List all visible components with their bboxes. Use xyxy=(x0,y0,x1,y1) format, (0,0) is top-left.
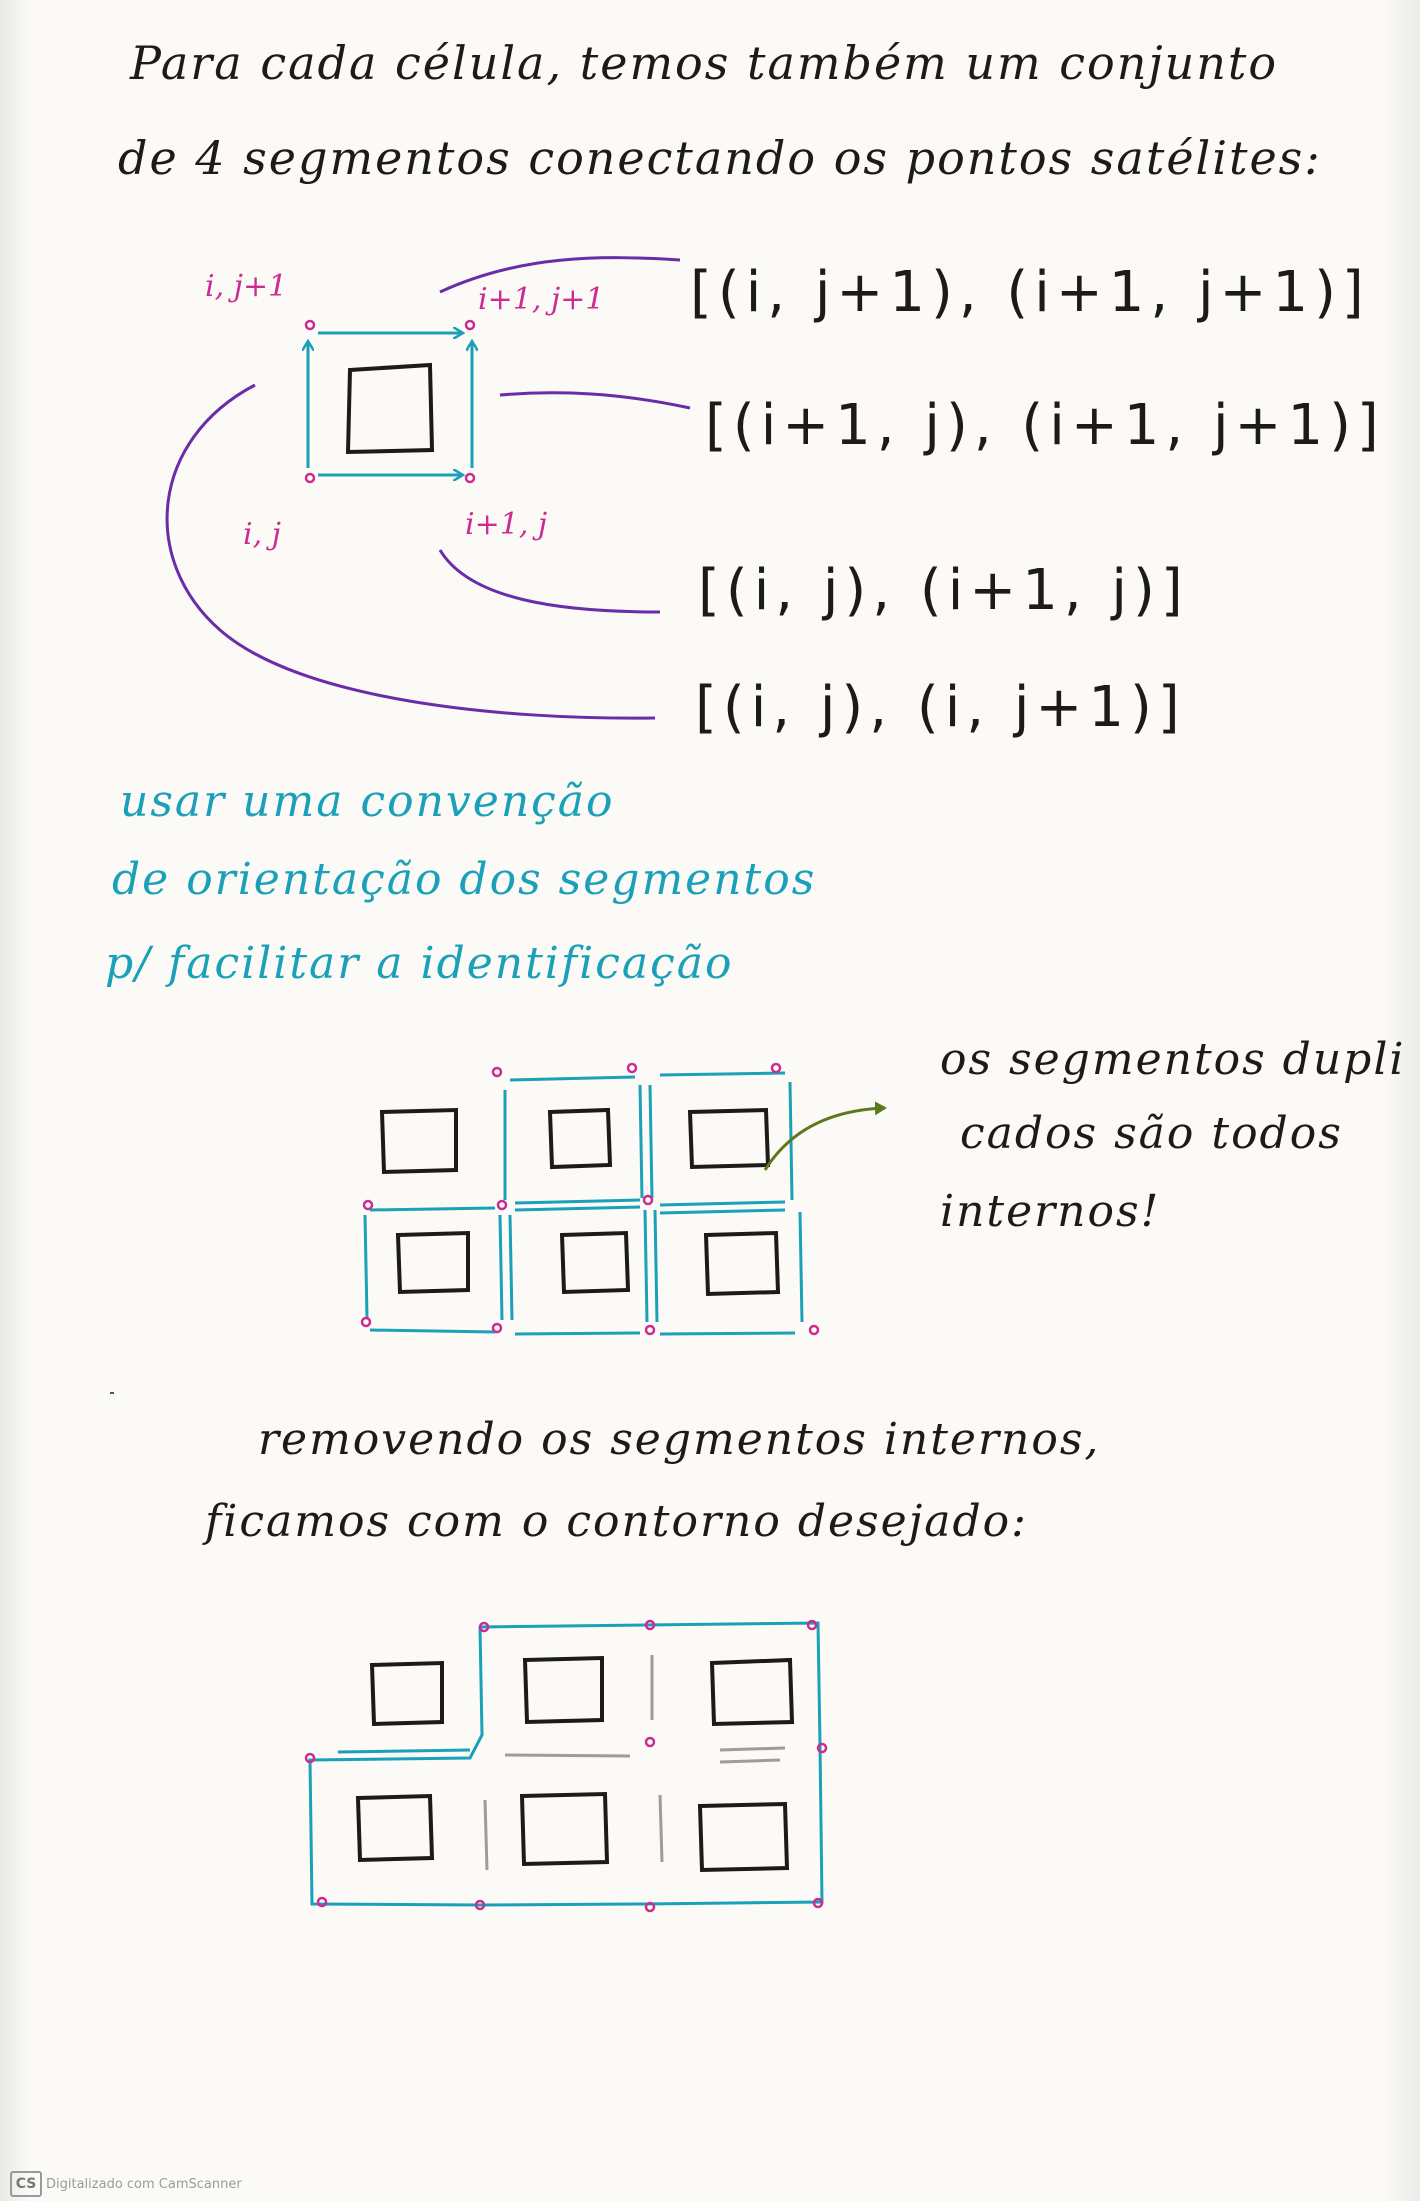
grid-duplicated-diagram xyxy=(360,1062,887,1336)
cell-square xyxy=(547,1107,613,1170)
removed-internal-segments xyxy=(483,1655,786,1871)
segment-bottom: [(i, j), (i+1, j)] xyxy=(698,558,1189,623)
contour-points xyxy=(304,1619,828,1913)
cell-square xyxy=(369,1660,444,1727)
segment-top: [(i, j+1), (i+1, j+1)] xyxy=(690,260,1370,325)
cell-square xyxy=(379,1107,458,1175)
corner-label-top-right: i+1, j+1 xyxy=(478,282,605,317)
cell-square xyxy=(522,1655,604,1725)
segment-right: [(i+1, j), (i+1, j+1)] xyxy=(705,393,1385,458)
cell-square xyxy=(519,1791,610,1867)
corner-point xyxy=(304,319,316,331)
footer-text: Digitalizado com CamScanner xyxy=(46,2177,242,2192)
corner-point xyxy=(464,472,476,484)
duplicates-note-line-3: internos! xyxy=(940,1186,1161,1237)
corner-label-bottom-left: i, j xyxy=(243,517,281,552)
orientation-note-line-3: p/ facilitar a identificação xyxy=(105,938,734,989)
intro-line-2: de 4 segmentos conectando os pontos saté… xyxy=(118,131,1322,185)
teal-segments xyxy=(363,1071,804,1336)
orientation-note-line-1: usar uma convenção xyxy=(120,776,615,827)
intro-line-1: Para cada célula, temos também um conjun… xyxy=(130,36,1279,90)
contour-top-left-edge xyxy=(337,1748,471,1754)
cell-square xyxy=(687,1107,771,1170)
cell-square xyxy=(703,1230,781,1297)
connector-bottom xyxy=(438,549,661,614)
connector-top xyxy=(439,256,681,294)
corner-label-bottom-right: i+1, j xyxy=(465,507,548,542)
cell-square xyxy=(345,362,435,455)
cell-square xyxy=(697,1801,790,1873)
connector-left xyxy=(165,383,656,720)
grid-points xyxy=(360,1062,820,1336)
pointer-arrow xyxy=(763,1101,887,1171)
camscanner-logo: CS xyxy=(10,2171,42,2197)
single-cell-diagram xyxy=(165,256,691,720)
removal-note-line-1: removendo os segmentos internos, xyxy=(258,1414,1101,1465)
connector-right xyxy=(499,391,691,410)
corner-label-top-left: i, j+1 xyxy=(205,269,288,304)
cell-square xyxy=(355,1793,435,1863)
corner-point xyxy=(464,319,476,331)
cell-square xyxy=(395,1230,470,1295)
cell-square xyxy=(709,1657,795,1727)
removal-note-line-2: ficamos com o contorno desejado: xyxy=(205,1496,1028,1547)
orientation-note-line-2: de orientação dos segmentos xyxy=(112,854,817,905)
cell-square xyxy=(559,1230,631,1295)
contour-diagram xyxy=(304,1619,828,1913)
duplicates-note-line-2: cados são todos xyxy=(960,1108,1343,1159)
corner-point xyxy=(304,472,316,484)
segment-left: [(i, j), (i, j+1)] xyxy=(695,675,1186,740)
outer-contour xyxy=(308,1621,824,1907)
duplicates-note-line-1: os segmentos dupli xyxy=(940,1034,1406,1085)
